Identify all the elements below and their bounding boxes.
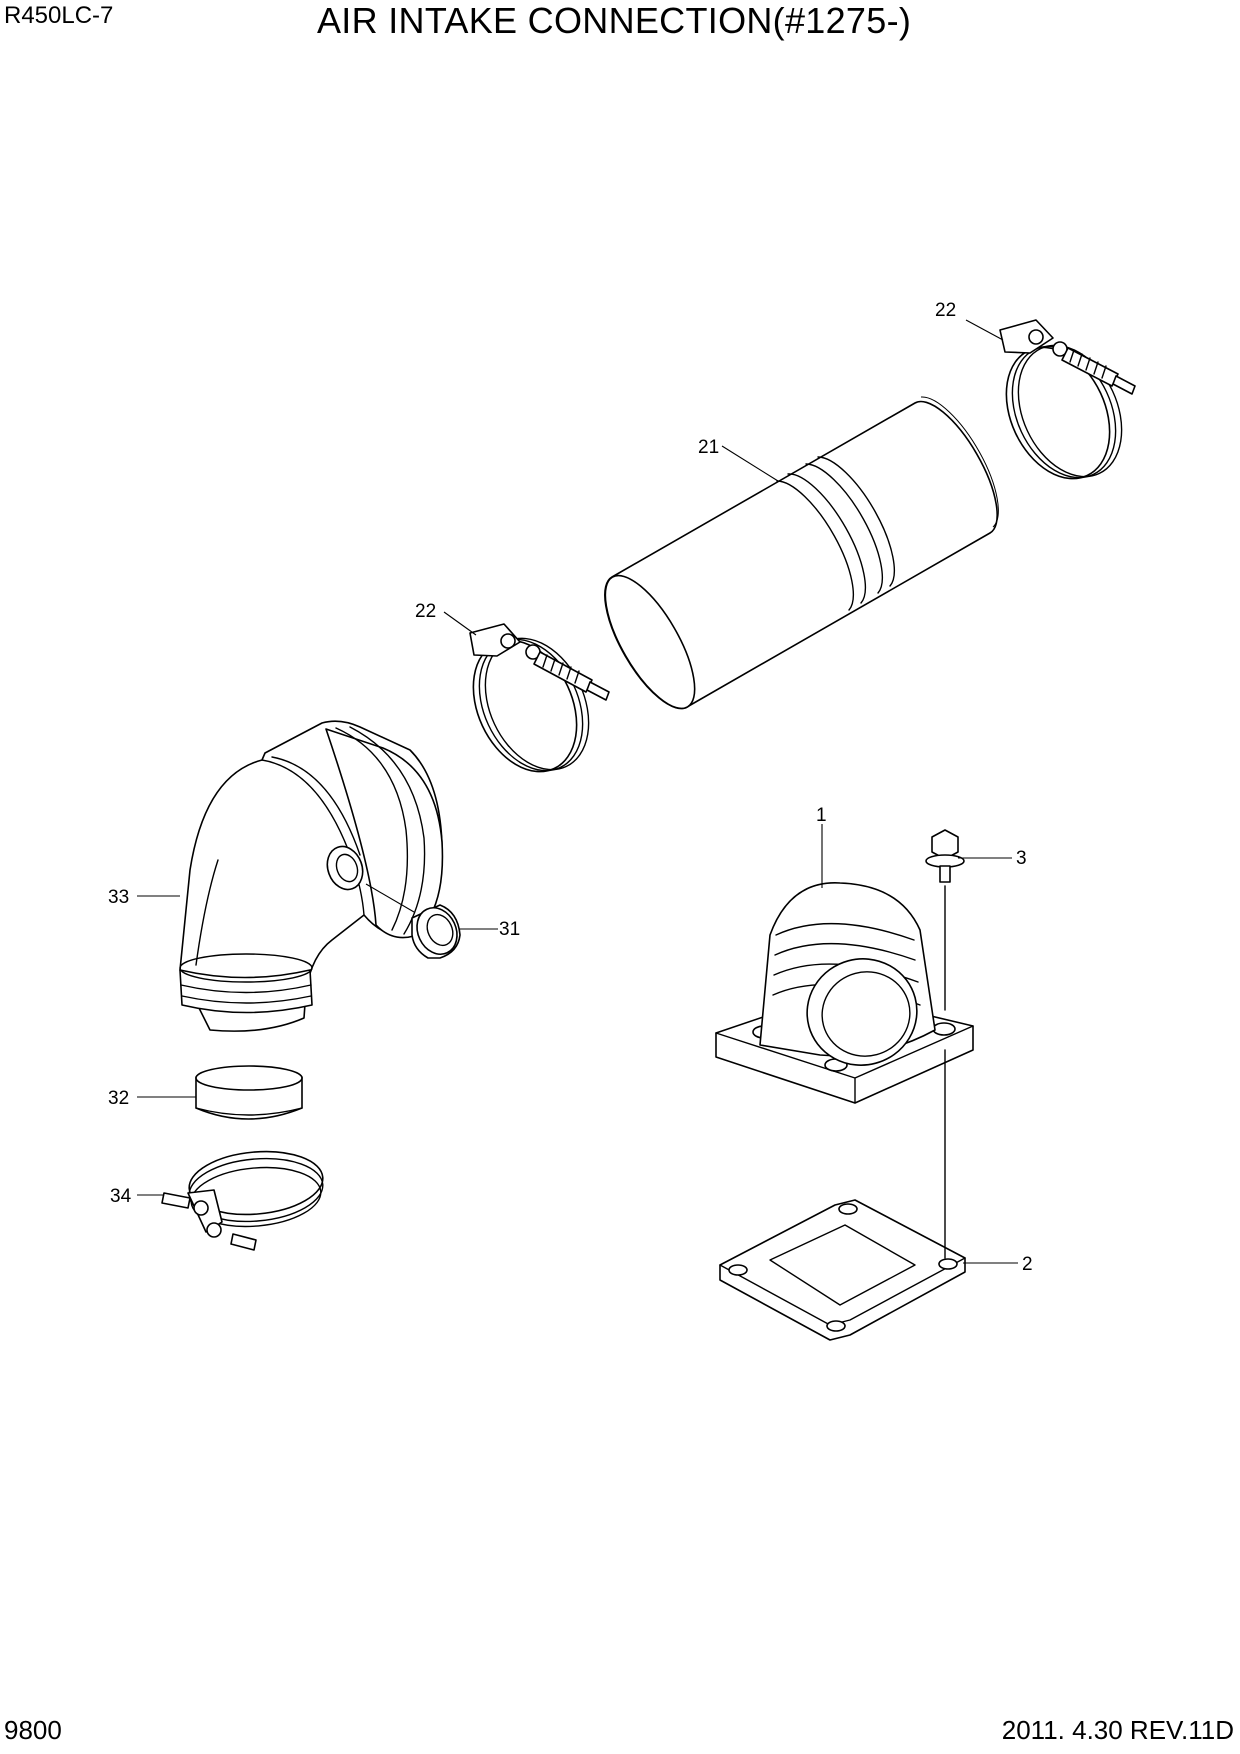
page-number: 9800 bbox=[4, 1715, 62, 1745]
callout-21: 21 bbox=[698, 437, 719, 458]
ring-32 bbox=[195, 1065, 303, 1120]
clamp-22-upper bbox=[999, 319, 1136, 480]
gasket-2 bbox=[719, 1049, 966, 1341]
callout-31: 31 bbox=[499, 919, 520, 940]
callout-1: 1 bbox=[816, 805, 827, 826]
callout-22-lower: 22 bbox=[415, 601, 436, 622]
callout-33: 33 bbox=[108, 887, 129, 908]
callout-2: 2 bbox=[1022, 1254, 1033, 1275]
revision-date: 2011. 4.30 REV.11D bbox=[1001, 1715, 1234, 1745]
callout-34: 34 bbox=[110, 1186, 132, 1207]
bolt-3 bbox=[925, 829, 965, 1011]
callout-3: 3 bbox=[1016, 848, 1027, 869]
model-number: R450LC-7 bbox=[4, 2, 114, 29]
leader-lines bbox=[137, 319, 1018, 1264]
elbow-33 bbox=[179, 720, 444, 1032]
inlet-elbow-1 bbox=[715, 882, 974, 1104]
clamp-22-lower bbox=[469, 623, 610, 773]
plug-31 bbox=[411, 904, 461, 959]
page-title: AIR INTAKE CONNECTION(#1275-) bbox=[317, 0, 912, 41]
clamp-34 bbox=[161, 1150, 324, 1251]
callout-32: 32 bbox=[108, 1088, 129, 1109]
hose-21 bbox=[604, 396, 999, 710]
callout-22-upper: 22 bbox=[935, 300, 956, 321]
